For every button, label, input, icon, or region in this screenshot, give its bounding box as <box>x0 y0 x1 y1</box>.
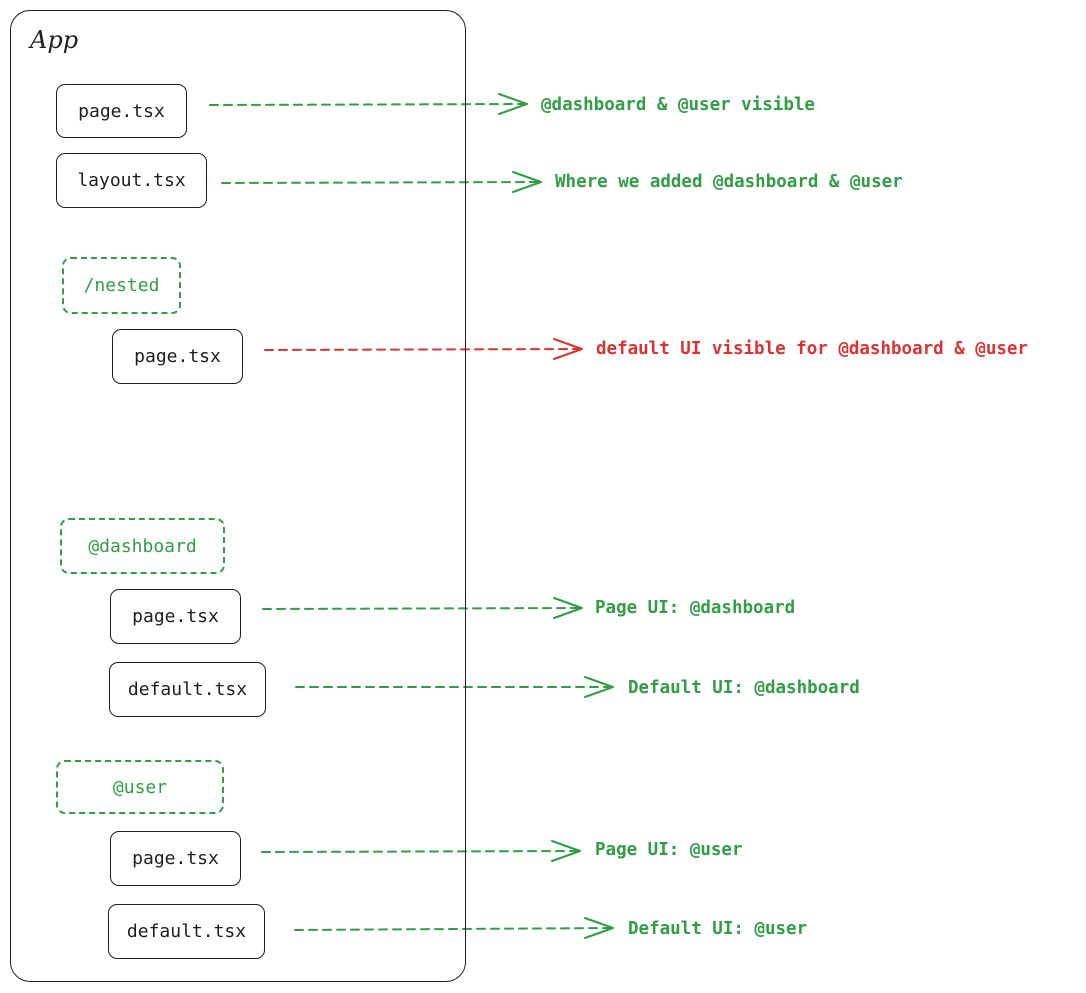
dashboard-page-arrow <box>262 597 583 619</box>
user-default-file: default.tsx <box>108 904 265 959</box>
root-page-arrow-head <box>498 93 528 115</box>
app-folder-container <box>10 10 466 982</box>
user-page-arrow-head <box>551 840 581 862</box>
root-layout-arrow <box>221 171 542 193</box>
root-page-arrow <box>209 93 528 115</box>
root-layout-file: layout.tsx <box>56 153 207 208</box>
user-page-arrow <box>261 840 581 862</box>
root-layout-arrow-head <box>512 171 542 193</box>
user-page-annotation: Page UI: @user <box>595 840 743 860</box>
dashboard-default-file: default.tsx <box>109 662 266 717</box>
dashboard-default-arrow-head <box>584 676 614 698</box>
dashboard-page-annotation: Page UI: @dashboard <box>595 598 796 618</box>
nested-page-file: page.tsx <box>112 329 243 384</box>
user-slot-folder: @user <box>56 760 224 814</box>
nested-folder: /nested <box>62 257 181 314</box>
nested-page-arrow <box>264 338 583 360</box>
nested-page-annotation: default UI visible for @dashboard & @use… <box>596 339 1028 359</box>
user-default-arrow-head <box>584 917 614 939</box>
root-layout-annotation: Where we added @dashboard & @user <box>555 172 903 192</box>
dashboard-slot-folder: @dashboard <box>60 518 225 574</box>
nested-page-arrow-head <box>553 338 583 360</box>
user-page-file: page.tsx <box>110 831 241 886</box>
dashboard-page-arrow-head <box>553 597 583 619</box>
app-folder-title: App <box>30 26 79 54</box>
dashboard-page-file: page.tsx <box>110 589 241 644</box>
root-page-annotation: @dashboard & @user visible <box>541 95 815 115</box>
dashboard-default-annotation: Default UI: @dashboard <box>628 678 860 698</box>
dashboard-default-arrow <box>295 676 614 698</box>
root-page-file: page.tsx <box>56 84 187 138</box>
user-default-arrow <box>294 917 614 939</box>
user-default-annotation: Default UI: @user <box>628 919 808 939</box>
